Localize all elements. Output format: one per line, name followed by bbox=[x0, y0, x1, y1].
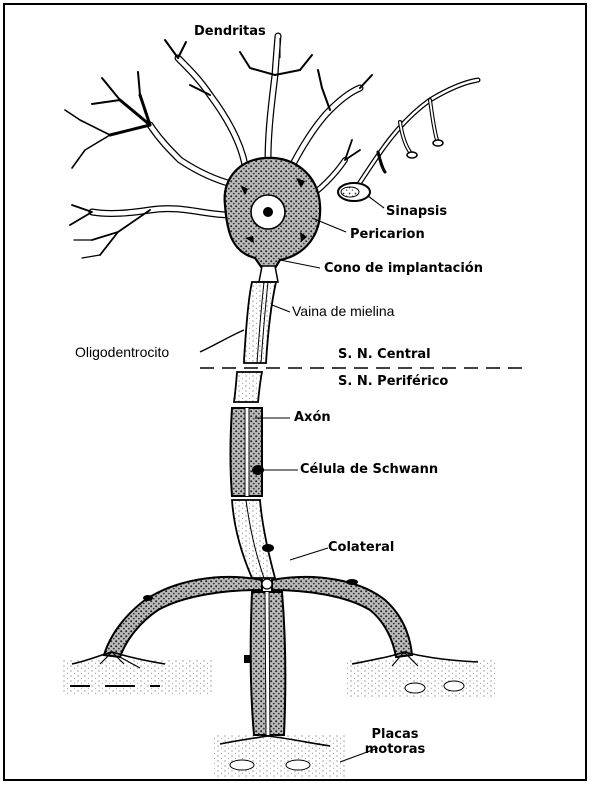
dendrites bbox=[65, 36, 372, 258]
label-dendritas: Dendritas bbox=[194, 25, 266, 38]
axon-terminal-segment bbox=[244, 592, 285, 735]
label-sn-central: S. N. Central bbox=[338, 348, 431, 361]
label-cono-implantacion: Cono de implantación bbox=[324, 262, 483, 275]
label-placas: Placas bbox=[360, 728, 430, 741]
label-celula-schwann: Célula de Schwann bbox=[300, 463, 438, 476]
label-motoras: motoras bbox=[360, 743, 430, 756]
label-sn-periferico: S. N. Periférico bbox=[338, 375, 448, 388]
label-vaina-mielina: Vaina de mielina bbox=[292, 304, 394, 318]
label-pericarion: Pericarion bbox=[350, 228, 425, 241]
axon-central bbox=[200, 266, 278, 363]
cell-body bbox=[225, 158, 321, 268]
label-axon: Axón bbox=[294, 411, 331, 424]
label-oligodendrocito: Oligodentrocito bbox=[75, 345, 169, 359]
label-sinapsis: Sinapsis bbox=[386, 205, 447, 218]
presynaptic-axons bbox=[338, 80, 478, 201]
axon-peripheral bbox=[231, 372, 276, 578]
label-colateral: Colateral bbox=[328, 541, 394, 554]
